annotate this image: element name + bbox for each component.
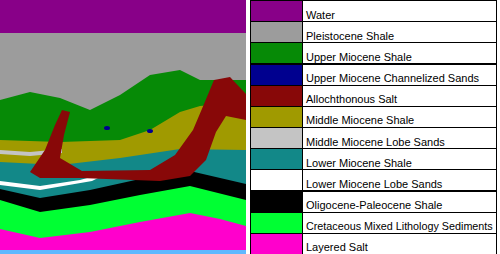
legend-label: Cretaceous Mixed Lithology Sediments — [306, 220, 493, 233]
legend-cell: Lower Miocene Shale — [302, 148, 497, 170]
oligocene-paleocene-layer — [0, 0, 246, 212]
legend-label: Upper Miocene Channelized Sands — [306, 72, 479, 85]
legend-cell: Layered Salt — [302, 233, 497, 254]
legend-row: Lower Miocene Shale — [250, 148, 498, 169]
legend-label: Upper Miocene Shale — [306, 51, 412, 64]
legend-cell: Upper Miocene Channelized Sands — [302, 64, 497, 86]
legend-cell: Cretaceous Mixed Lithology Sediments — [302, 212, 497, 234]
legend-label: Lower Miocene Shale — [306, 157, 412, 170]
legend-row: Middle Miocene Shale — [250, 106, 498, 127]
legend-row: Layered Salt — [250, 233, 498, 254]
legend: WaterPleistocene ShaleUpper Miocene Shal… — [250, 0, 498, 254]
legend-label: Lower Miocene Lobe Sands — [306, 178, 442, 191]
legend-swatch — [250, 127, 303, 149]
legend-swatch — [250, 85, 303, 107]
legend-swatch — [250, 106, 303, 128]
layered-salt-layer — [0, 0, 246, 254]
legend-swatch — [250, 212, 303, 234]
legend-cell: Middle Miocene Lobe Sands — [302, 127, 497, 149]
legend-label: Oligocene-Paleocene Shale — [306, 199, 442, 212]
legend-swatch — [250, 191, 303, 213]
legend-row: Cretaceous Mixed Lithology Sediments — [250, 212, 498, 233]
allochthonous-salt-body — [30, 77, 246, 181]
legend-row: Lower Miocene Lobe Sands — [250, 169, 498, 190]
legend-swatch — [250, 64, 303, 86]
water-layer — [0, 0, 246, 33]
legend-label: Middle Miocene Lobe Sands — [306, 136, 445, 149]
basement-strip — [0, 250, 246, 254]
legend-row: Oligocene-Paleocene Shale — [250, 191, 498, 212]
channel-sand — [104, 126, 110, 130]
legend-label: Middle Miocene Shale — [306, 114, 414, 127]
legend-swatch — [250, 0, 303, 22]
channel-sand — [147, 129, 153, 133]
legend-label: Water — [306, 9, 335, 22]
legend-cell: Lower Miocene Lobe Sands — [302, 169, 497, 191]
legend-label: Pleistocene Shale — [306, 30, 394, 43]
legend-swatch — [250, 21, 303, 43]
legend-row: Upper Miocene Channelized Sands — [250, 64, 498, 85]
lower-miocene-shale-layer — [0, 0, 246, 198]
legend-row: Water — [250, 0, 498, 21]
legend-label: Allochthonous Salt — [306, 93, 397, 106]
legend-label: Layered Salt — [306, 241, 368, 254]
legend-cell: Oligocene-Paleocene Shale — [302, 191, 497, 213]
legend-cell: Water — [302, 0, 497, 22]
legend-row: Allochthonous Salt — [250, 85, 498, 106]
legend-row: Middle Miocene Lobe Sands — [250, 127, 498, 148]
legend-cell: Pleistocene Shale — [302, 21, 497, 43]
legend-swatch — [250, 233, 303, 254]
legend-row: Pleistocene Shale — [250, 21, 498, 42]
legend-cell: Middle Miocene Shale — [302, 106, 497, 128]
cretaceous-layer — [0, 0, 246, 238]
legend-cell: Allochthonous Salt — [302, 85, 497, 107]
cross-section — [0, 0, 246, 254]
legend-swatch — [250, 148, 303, 170]
legend-row: Upper Miocene Shale — [250, 42, 498, 63]
legend-swatch — [250, 42, 303, 64]
legend-swatch — [250, 169, 303, 191]
legend-cell: Upper Miocene Shale — [302, 42, 497, 64]
